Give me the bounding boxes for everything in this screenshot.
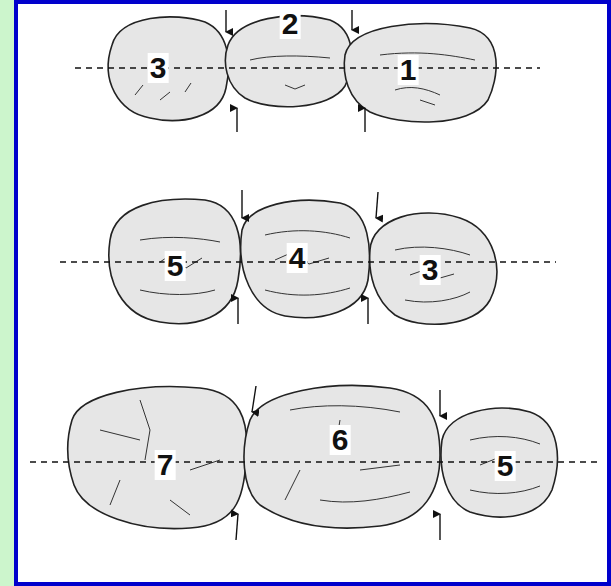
callout-number: 4 <box>287 243 308 273</box>
callout-number: 7 <box>155 450 176 480</box>
callout-number: 3 <box>148 53 169 83</box>
side-strip <box>0 0 14 586</box>
callout-number: 6 <box>330 425 351 455</box>
callout-number: 3 <box>420 255 441 285</box>
callout-number: 2 <box>280 9 301 39</box>
callout-number: 5 <box>165 251 186 281</box>
callout-number: 5 <box>495 451 516 481</box>
callout-number: 1 <box>398 55 419 85</box>
